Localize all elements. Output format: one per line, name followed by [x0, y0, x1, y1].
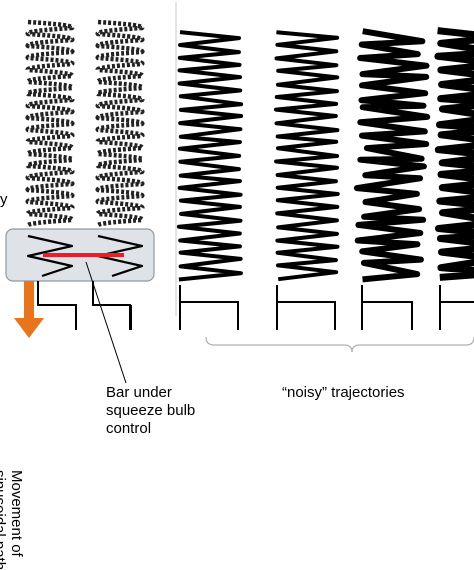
- left-stem-1: [37, 281, 77, 330]
- movement-of-path-label: Movement of sinusoidal path: [0, 470, 25, 570]
- diagram-canvas: [5, 2, 474, 384]
- noisy-stem-3: [361, 285, 413, 330]
- noisy-trajectories-label: “noisy” trajectories: [282, 384, 405, 401]
- noisy-stem-2: [276, 285, 336, 330]
- bar-label-line-3: control: [106, 420, 152, 437]
- left-path-stems: [37, 281, 132, 330]
- partial-left-label: y: [0, 191, 8, 208]
- movement-arrow: [14, 281, 44, 338]
- noisy-stem-1: [179, 285, 239, 330]
- noisy-brace: [205, 336, 474, 353]
- movement-label-line-1: Movement of: [8, 470, 25, 557]
- noisy-trajectories: [176, 27, 474, 330]
- left-sinusoidal-paths: [25, 19, 145, 229]
- noisy-trajectory-1: [176, 30, 244, 282]
- noisy-stem-4: [439, 285, 474, 303]
- bar-pointer-line: [85, 261, 127, 384]
- noisy-trajectory-2: [274, 30, 340, 282]
- left-stem-2: [92, 281, 131, 330]
- dashed-path-1: [25, 19, 75, 229]
- noisy-trajectory-4: [434, 27, 474, 281]
- dashed-path-2: [95, 19, 145, 229]
- bar-label-line-1: Bar under: [106, 384, 172, 401]
- bar-under-squeeze-bulb-label: Bar under squeeze bulb control: [106, 384, 195, 438]
- bar-label-line-2: squeeze bulb: [106, 402, 196, 419]
- movement-label-line-2: sinusoidal path: [0, 470, 8, 570]
- noisy-trajectory-3: [353, 28, 431, 283]
- window-segment-1: [26, 234, 74, 278]
